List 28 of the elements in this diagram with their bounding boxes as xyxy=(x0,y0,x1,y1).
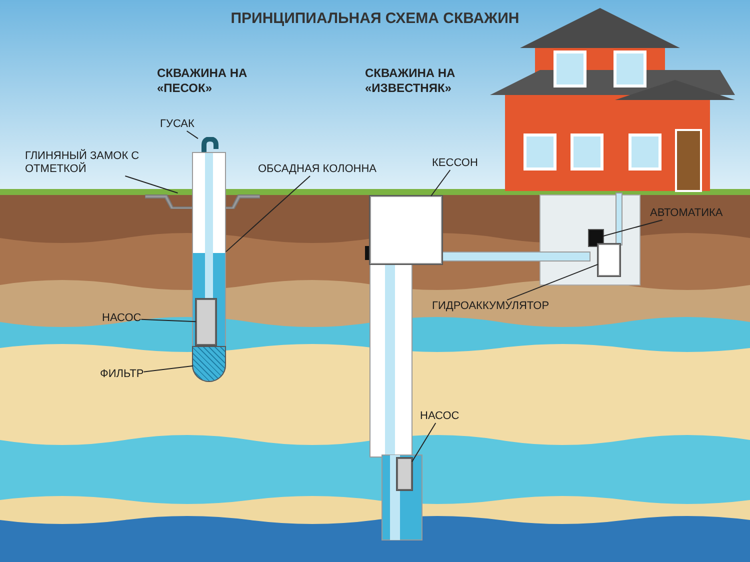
leader-line xyxy=(506,264,598,300)
part-label: ГИДРОАККУМУЛЯТОР xyxy=(432,300,550,313)
leader-line xyxy=(226,176,311,252)
pump xyxy=(196,299,216,345)
part-label: КЕССОН xyxy=(432,157,478,170)
diagram-title: ПРИНЦИПИАЛЬНАЯ СХЕМА СКВАЖИН xyxy=(230,10,520,27)
part-label: ГУСАК xyxy=(160,118,194,131)
part-label: ГЛИНЯНЫЙ ЗАМОК С ОТМЕТКОЙ xyxy=(25,150,140,176)
part-label: ФИЛЬТР xyxy=(100,368,144,381)
leader-line xyxy=(412,422,436,462)
casing-pipe xyxy=(192,152,226,382)
part-label: АВТОМАТИКА xyxy=(650,207,723,220)
automation-unit xyxy=(589,230,603,246)
caisson-chamber xyxy=(370,196,442,264)
leader-line xyxy=(124,176,178,194)
leader-line xyxy=(140,318,196,322)
leader-line xyxy=(143,365,194,372)
leader-line xyxy=(186,130,198,140)
part-label: ОБСАДНАЯ КОЛОННА xyxy=(258,163,377,176)
well-heading: СКВАЖИНА НА «ПЕСОК» xyxy=(157,66,248,96)
part-label: НАСОС xyxy=(420,410,460,423)
leader-line xyxy=(430,170,451,196)
pump xyxy=(397,458,412,490)
part-label: НАСОС xyxy=(102,312,142,325)
clay-seal xyxy=(145,193,260,209)
filter xyxy=(193,347,225,381)
well-heading: СКВАЖИНА НА «ИЗВЕСТНЯК» xyxy=(365,66,456,96)
pressure-tank xyxy=(598,244,620,276)
